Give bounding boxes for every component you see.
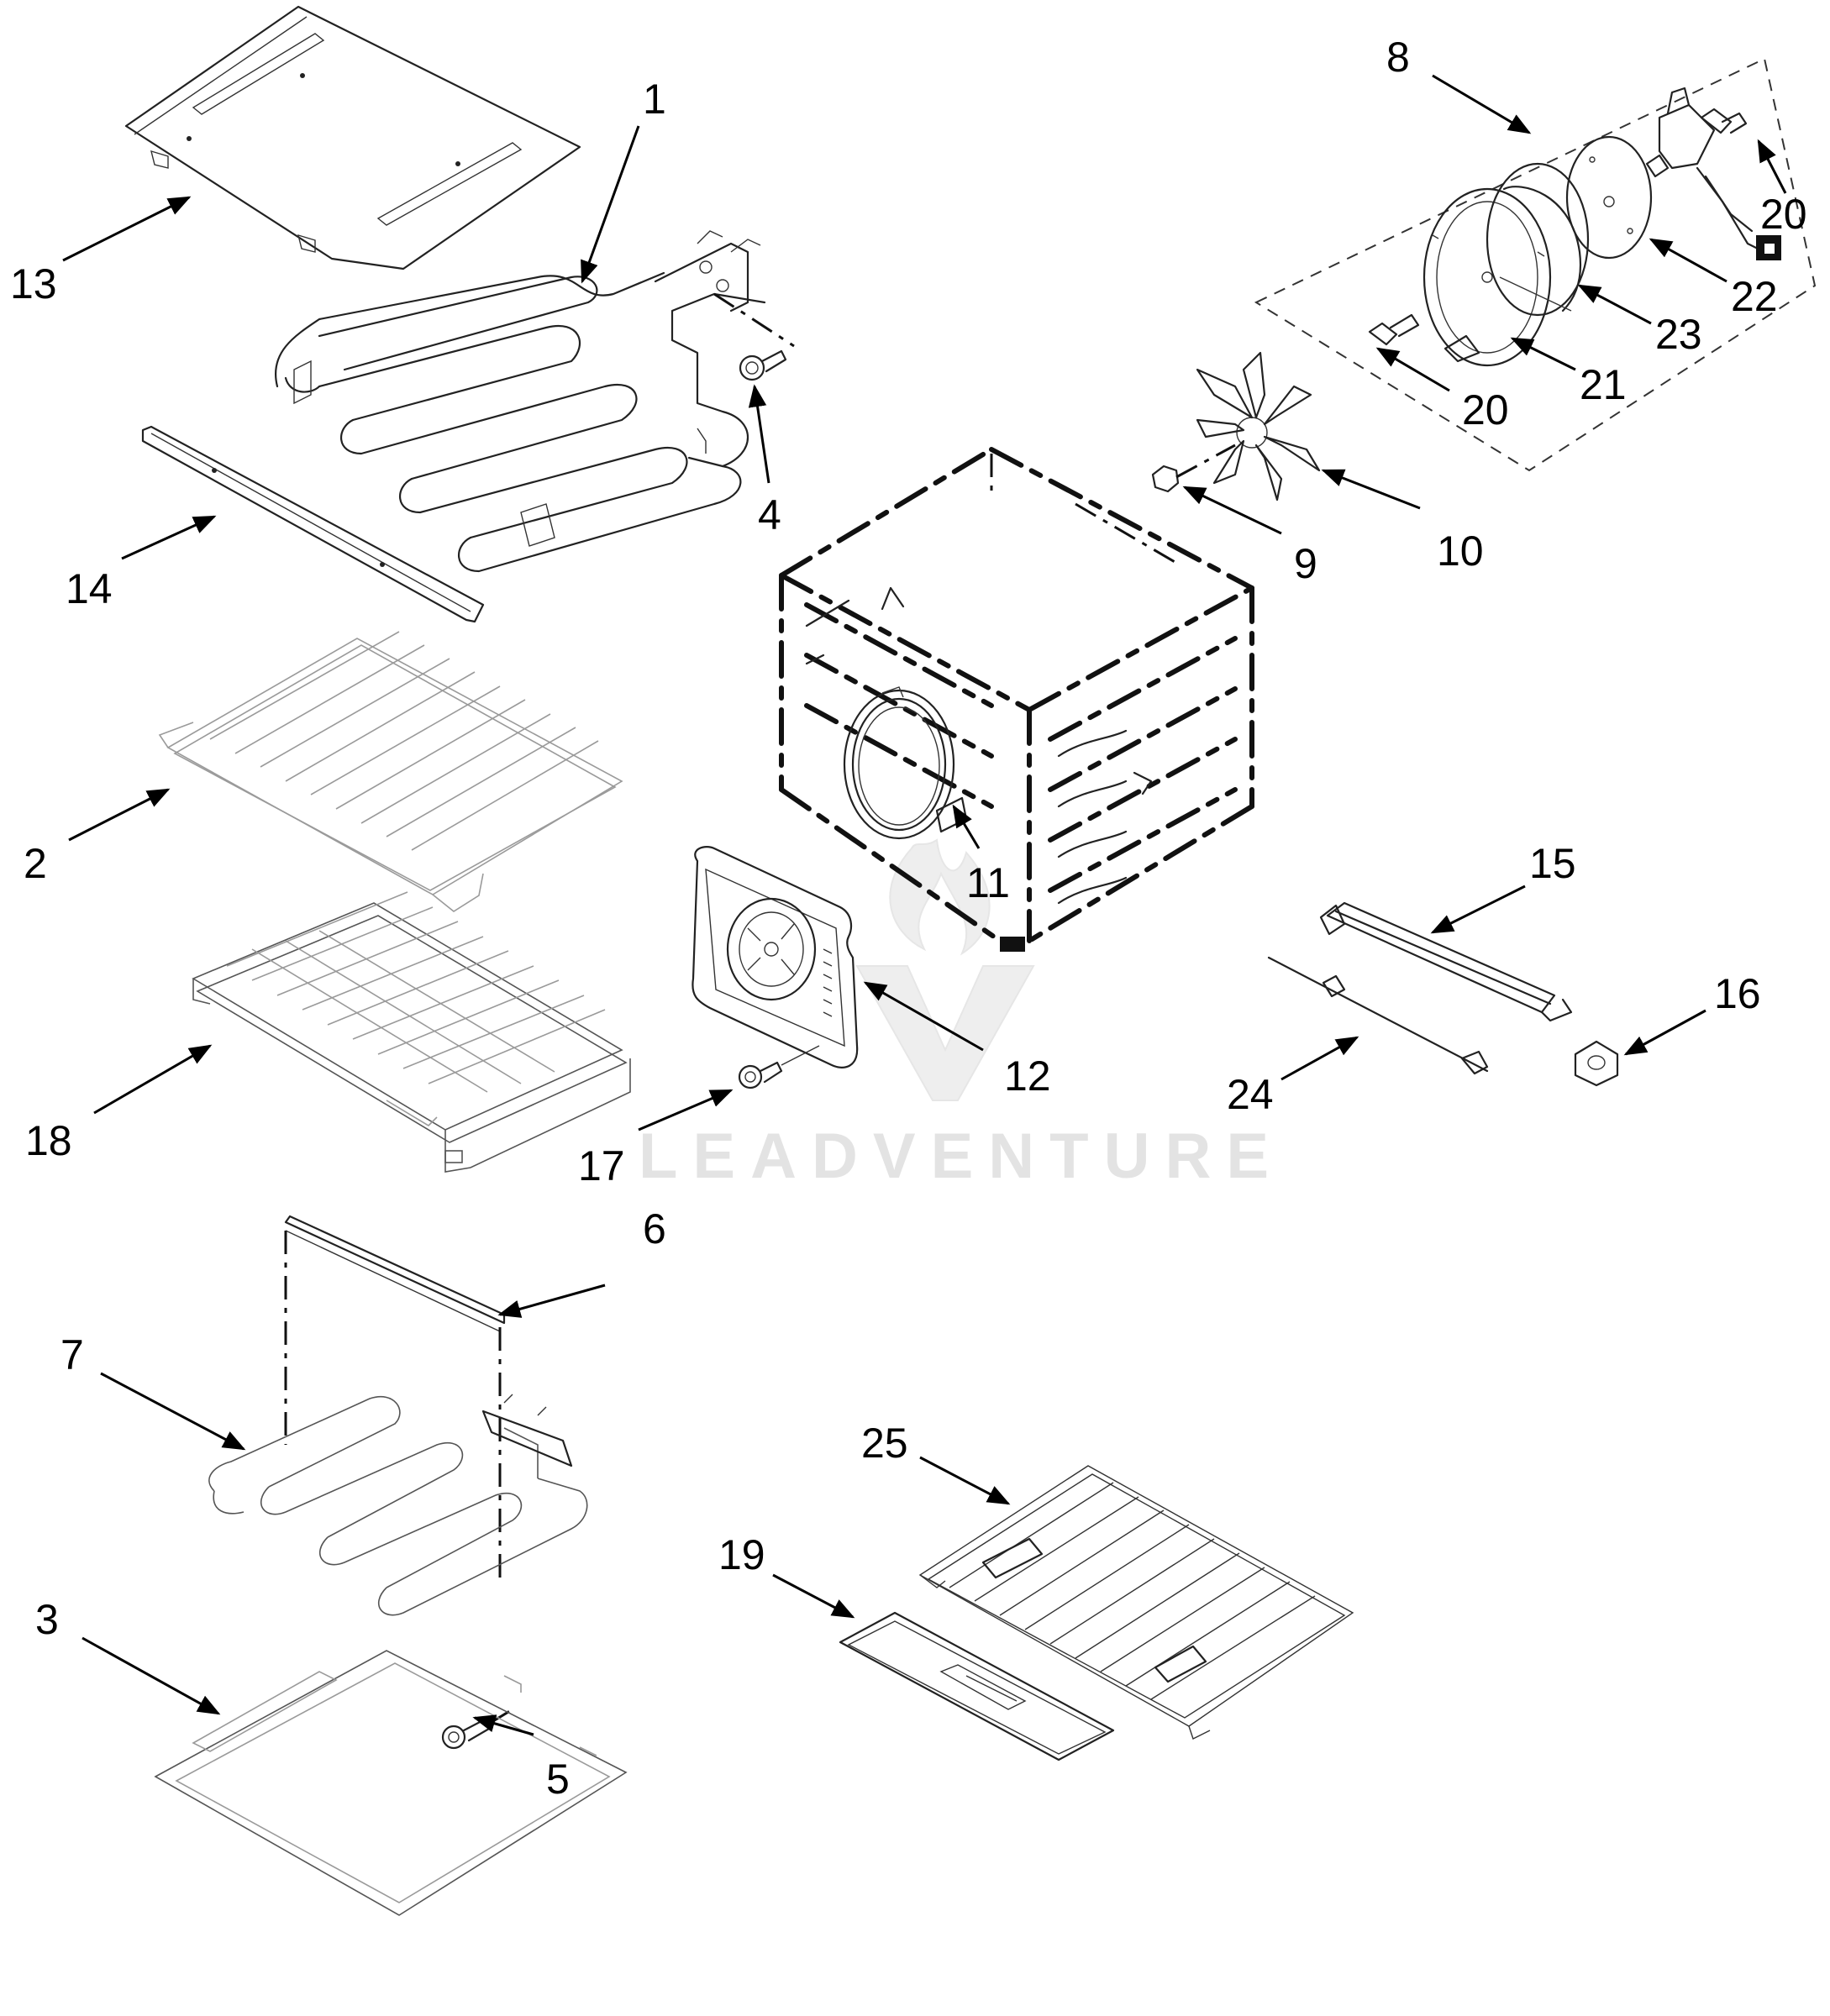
callout-1: 1 xyxy=(643,76,666,123)
convection-fan-motor xyxy=(1645,87,1781,260)
callout-21: 21 xyxy=(1580,361,1627,408)
callout-13: 13 xyxy=(10,260,57,307)
part-6-rail xyxy=(284,1215,506,1579)
watermark: LEADVENTURE xyxy=(639,838,1284,1192)
part-14-brace xyxy=(141,425,485,623)
callout-14: 14 xyxy=(66,565,113,612)
callout-18: 18 xyxy=(25,1117,72,1164)
part-24-temperature-probe xyxy=(1267,956,1489,1075)
callout-23: 23 xyxy=(1655,311,1702,358)
callout-16: 16 xyxy=(1714,970,1761,1017)
part-16-nut xyxy=(1574,1040,1619,1087)
callout-5: 5 xyxy=(546,1756,570,1803)
callout-6: 6 xyxy=(643,1205,666,1252)
part-10-fan-blade xyxy=(1196,351,1321,501)
callout-20a: 20 xyxy=(1760,191,1807,238)
callout-17: 17 xyxy=(578,1142,625,1189)
part-1-broil-element xyxy=(275,230,795,573)
part-12-convection-cover xyxy=(692,846,859,1068)
callout-4: 4 xyxy=(758,491,781,538)
watermark-text: LEADVENTURE xyxy=(639,1121,1284,1192)
part-11-convection-element xyxy=(843,686,968,840)
part-20-screw-lower xyxy=(1368,313,1420,346)
part-17-screw xyxy=(738,1045,820,1089)
callout-2: 2 xyxy=(24,840,47,887)
callout-20b: 20 xyxy=(1462,386,1509,433)
part-19-tray xyxy=(839,1611,1115,1761)
part-20-screw-upper xyxy=(1700,108,1748,134)
part-13-top-panel xyxy=(124,5,581,270)
part-2-oven-rack xyxy=(158,631,623,912)
part-18-rollout-rack xyxy=(192,891,631,1173)
callout-7: 7 xyxy=(60,1331,84,1378)
part-23-insulation xyxy=(1486,162,1590,317)
part-25-broil-rack xyxy=(918,1465,1354,1740)
callout-15: 15 xyxy=(1529,840,1576,887)
part-9-fan-nut xyxy=(1151,444,1236,493)
callout-24: 24 xyxy=(1227,1071,1274,1118)
part-7-bake-element xyxy=(208,1394,588,1616)
part-3-bottom-panel xyxy=(154,1650,628,1916)
part-4-screw xyxy=(739,349,787,381)
watermark-flame-icon xyxy=(889,838,991,956)
callout-10: 10 xyxy=(1437,528,1484,575)
callout-19: 19 xyxy=(718,1531,765,1578)
part-15-hidden-element xyxy=(1319,901,1573,1022)
watermark-v-logo-icon xyxy=(855,965,1035,1101)
callout-25: 25 xyxy=(861,1420,908,1467)
callout-22: 22 xyxy=(1731,273,1778,320)
callout-8: 8 xyxy=(1386,34,1410,81)
callout-9: 9 xyxy=(1294,540,1317,587)
callout-leaders xyxy=(62,74,1787,1736)
part-21-motor-mount xyxy=(1422,187,1552,367)
part-22-motor-shield xyxy=(1565,135,1653,260)
part-8-convection-motor-assembly xyxy=(1254,57,1817,472)
part-5-screw xyxy=(441,1708,513,1750)
callout-11: 11 xyxy=(966,859,1010,906)
callout-labels: 1 2 3 4 5 6 7 8 9 10 11 12 13 14 15 16 1… xyxy=(10,34,1807,1803)
callout-3: 3 xyxy=(35,1596,59,1643)
callout-12: 12 xyxy=(1004,1053,1051,1100)
oven-cavity xyxy=(779,447,1254,952)
